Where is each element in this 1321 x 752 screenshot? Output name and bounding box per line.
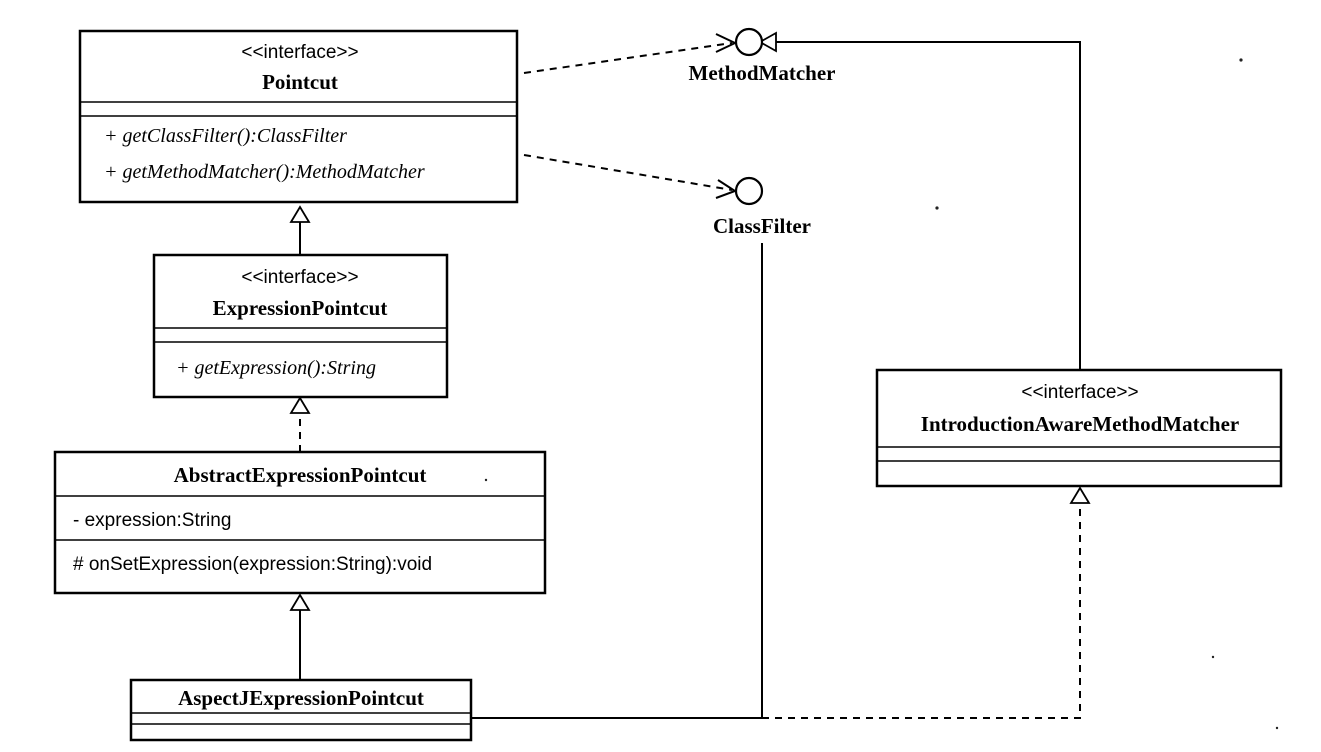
classfilter-lollipop-icon [734, 176, 764, 206]
generalization-iamm-methodmatcher [758, 31, 1081, 370]
class-abstractexpressionpointcut: AbstractExpressionPointcut - expression:… [53, 450, 547, 595]
class-introductionawaremethodmatcher: <<interface>> IntroductionAwareMethodMat… [875, 368, 1283, 488]
classfilter-name: ClassFilter [713, 214, 811, 238]
realization-abstract-expressionpointcut [289, 396, 311, 452]
class-expressionpointcut: <<interface>> ExpressionPointcut + getEx… [152, 253, 449, 399]
class-aspectjexpressionpointcut: AspectJExpressionPointcut [129, 678, 473, 742]
class-pointcut: <<interface>> Pointcut + getClassFilter(… [78, 29, 519, 204]
interface-classfilter: ClassFilter [713, 176, 811, 238]
dependency-pointcut-classfilter [523, 154, 738, 199]
aspectjexpressionpointcut-name: AspectJExpressionPointcut [178, 686, 424, 710]
interface-methodmatcher: MethodMatcher [689, 27, 836, 85]
expressionpointcut-name: ExpressionPointcut [213, 296, 388, 320]
pointcut-method: + getClassFilter():ClassFilter [104, 125, 347, 147]
iamm-stereotype: <<interface>> [1021, 382, 1138, 403]
generalization-aspectj-abstract [289, 593, 311, 680]
expressionpointcut-stereotype: <<interface>> [241, 267, 358, 288]
abstractexpressionpointcut-name: AbstractExpressionPointcut [174, 463, 427, 487]
realization-aspectj-iamm [762, 486, 1091, 719]
pointcut-name: Pointcut [262, 70, 338, 94]
scan-specks [484, 58, 1279, 730]
abstractexpressionpointcut-attribute: - expression:String [73, 510, 231, 531]
methodmatcher-name: MethodMatcher [689, 61, 836, 85]
pointcut-method: + getMethodMatcher():MethodMatcher [104, 161, 425, 183]
iamm-name: IntroductionAwareMethodMatcher [921, 412, 1239, 436]
methodmatcher-lollipop-icon [734, 27, 764, 57]
abstractexpressionpointcut-method: # onSetExpression(expression:String):voi… [73, 554, 432, 575]
pointcut-stereotype: <<interface>> [241, 42, 358, 63]
expressionpointcut-method: + getExpression():String [176, 357, 376, 379]
generalization-expressionpointcut-pointcut [289, 205, 311, 255]
